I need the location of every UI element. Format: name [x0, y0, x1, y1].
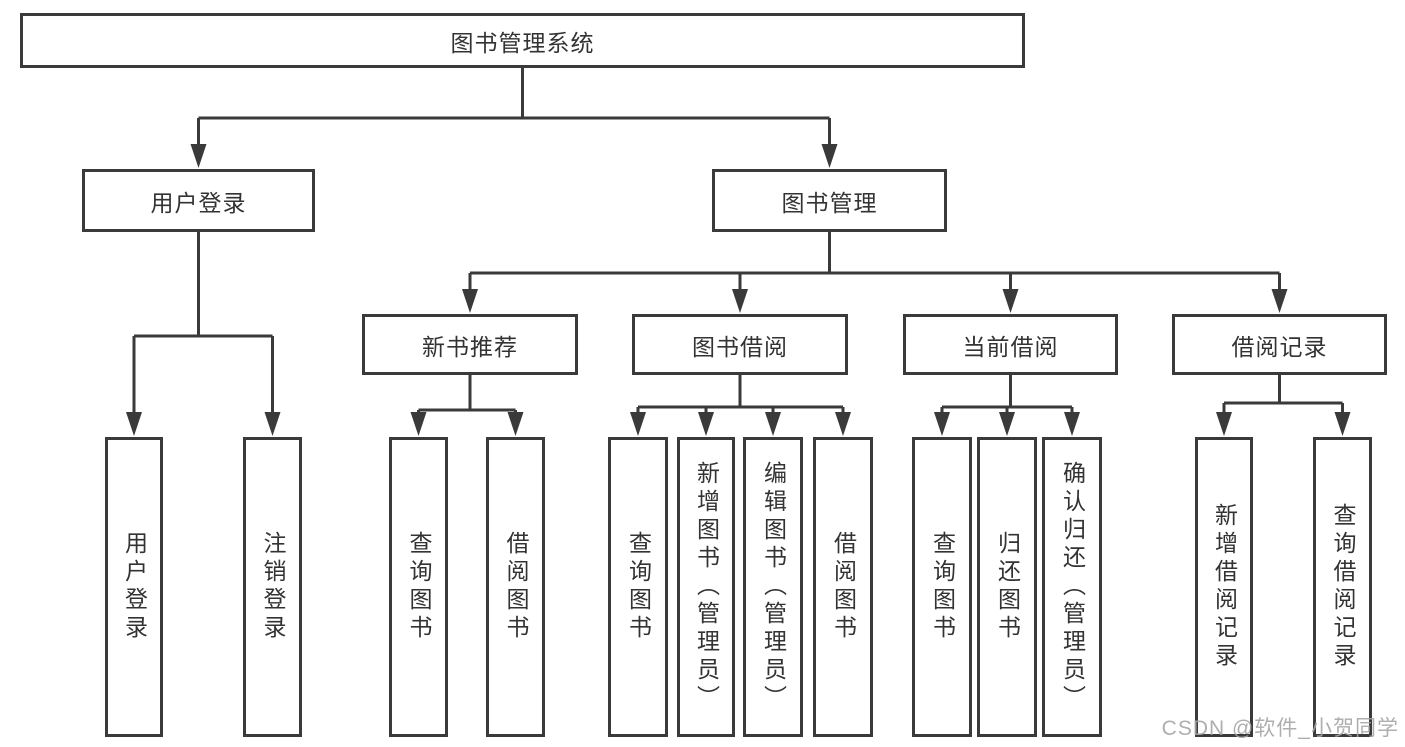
leaf-label: 注销登录: [260, 531, 286, 643]
leaf-borrowing-query-book: 查询图书: [608, 437, 668, 737]
leaf-current-query-book: 查询图书: [912, 437, 972, 737]
leaf-label: 查询借阅记录: [1330, 503, 1356, 671]
leaf-recommend-borrow-book: 借阅图书: [486, 437, 545, 737]
node-label: 图书管理: [781, 189, 878, 216]
node-user-login: 用户登录: [82, 169, 315, 232]
node-book-borrowing: 图书借阅: [632, 314, 848, 375]
leaf-borrowing-borrow-book: 借阅图书: [813, 437, 873, 737]
node-borrowing-records: 借阅记录: [1172, 314, 1387, 375]
node-label: 用户登录: [150, 189, 247, 216]
node-book-management: 图书管理: [712, 169, 947, 232]
leaf-label: 借阅图书: [503, 531, 529, 643]
leaf-label: 编辑图书（管理员）: [760, 461, 787, 713]
node-label: 图书管理系统: [450, 29, 595, 56]
leaf-borrowing-add-book-admin: 新增图书（管理员）: [677, 437, 735, 737]
leaf-logout: 注销登录: [243, 437, 302, 737]
node-label: 新书推荐: [422, 333, 518, 360]
node-new-book-recommend: 新书推荐: [362, 314, 578, 375]
leaf-borrowing-edit-book-admin: 编辑图书（管理员）: [743, 437, 803, 737]
leaf-label: 用户登录: [121, 531, 148, 643]
leaf-label: 新增借阅记录: [1211, 503, 1238, 671]
leaf-label: 新增图书（管理员）: [693, 461, 720, 713]
leaf-label: 查询图书: [625, 531, 652, 643]
node-label: 当前借阅: [962, 333, 1059, 360]
leaf-label: 借阅图书: [830, 531, 857, 643]
node-root-system: 图书管理系统: [20, 13, 1025, 68]
leaf-label: 查询图书: [406, 531, 432, 643]
leaf-user-login: 用户登录: [105, 437, 163, 737]
leaf-label: 确认归还（管理员）: [1059, 461, 1086, 713]
leaf-records-query-record: 查询借阅记录: [1313, 437, 1372, 737]
arrowheads: [126, 144, 1351, 436]
leaf-label: 归还图书: [994, 531, 1021, 643]
node-label: 图书借阅: [692, 333, 788, 360]
node-label: 借阅记录: [1231, 333, 1328, 360]
leaf-current-confirm-return-admin: 确认归还（管理员）: [1042, 437, 1102, 737]
csdn-watermark: CSDN @软件_小贺同学: [1161, 717, 1399, 740]
node-current-borrowing: 当前借阅: [903, 314, 1118, 375]
leaf-current-return-book: 归还图书: [977, 437, 1037, 737]
leaf-label: 查询图书: [929, 531, 956, 643]
leaf-recommend-query-book: 查询图书: [389, 437, 448, 737]
leaf-records-add-record: 新增借阅记录: [1195, 437, 1253, 737]
